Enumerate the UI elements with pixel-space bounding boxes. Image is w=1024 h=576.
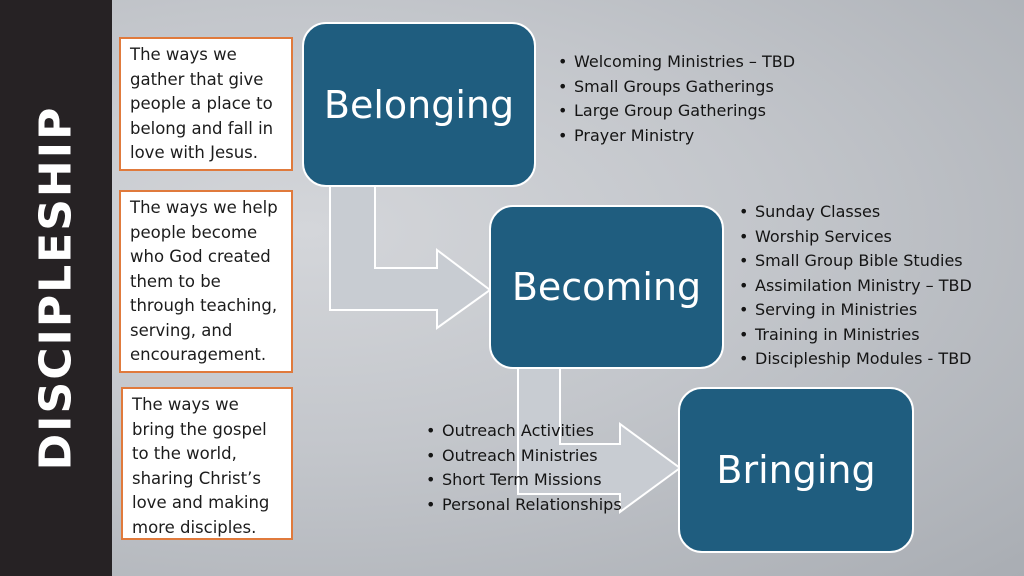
stage-belonging-label: Belonging	[323, 82, 515, 127]
belonging-list: Welcoming Ministries – TBD Small Groups …	[558, 50, 795, 148]
note-bringing: The ways we bring the gospel to the worl…	[121, 387, 293, 540]
list-item: Large Group Gatherings	[558, 99, 795, 124]
list-item: Outreach Ministries	[426, 444, 622, 469]
stage-bringing: Bringing	[678, 387, 914, 553]
list-item: Welcoming Ministries – TBD	[558, 50, 795, 75]
list-item: Serving in Ministries	[739, 298, 972, 323]
note-becoming: The ways we help people become who God c…	[119, 190, 293, 373]
list-item: Outreach Activities	[426, 419, 622, 444]
list-item: Prayer Ministry	[558, 124, 795, 149]
becoming-list: Sunday Classes Worship Services Small Gr…	[739, 200, 972, 372]
stage-becoming: Becoming	[489, 205, 724, 369]
list-item: Training in Ministries	[739, 323, 972, 348]
list-item: Short Term Missions	[426, 468, 622, 493]
list-item: Small Groups Gatherings	[558, 75, 795, 100]
stage-bringing-label: Bringing	[716, 448, 876, 492]
bringing-list: Outreach Activities Outreach Ministries …	[426, 419, 622, 517]
stage-belonging: Belonging	[302, 22, 536, 187]
list-item: Worship Services	[739, 225, 972, 250]
list-item: Sunday Classes	[739, 200, 972, 225]
stage-becoming-label: Becoming	[511, 265, 702, 309]
note-belonging: The ways we gather that give people a pl…	[119, 37, 293, 171]
list-item: Discipleship Modules - TBD	[739, 347, 972, 372]
list-item: Assimilation Ministry – TBD	[739, 274, 972, 299]
arrow-belonging-to-becoming	[329, 185, 492, 330]
list-item: Small Group Bible Studies	[739, 249, 972, 274]
list-item: Personal Relationships	[426, 493, 622, 518]
sidebar: DISCIPLESHIP	[0, 0, 112, 576]
